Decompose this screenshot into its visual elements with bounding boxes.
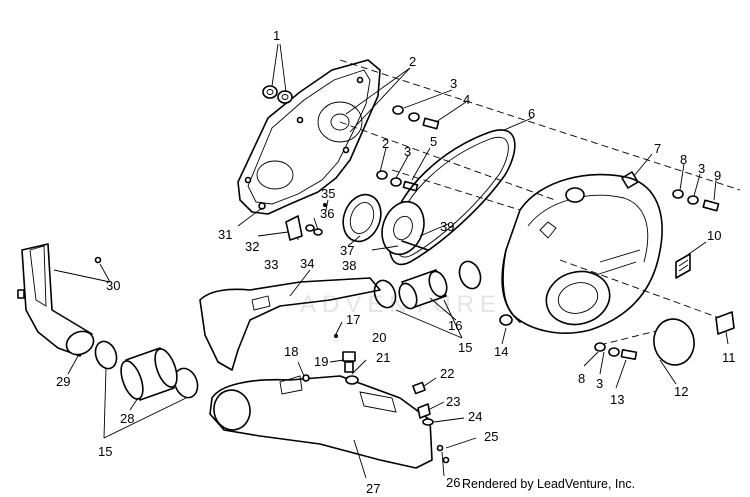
- callout-35: 35: [321, 186, 335, 201]
- callout-19: 19: [314, 354, 328, 369]
- callout-36: 36: [320, 206, 334, 221]
- callout-22: 22: [440, 366, 454, 381]
- intake-duct: [199, 277, 381, 371]
- callout-29: 29: [56, 374, 70, 389]
- callout-39: 39: [440, 219, 454, 234]
- callout-32: 32: [245, 239, 259, 254]
- callout-37: 37: [340, 243, 354, 258]
- callout-2: 2: [409, 54, 416, 69]
- label-10: [675, 253, 691, 279]
- callout-31: 31: [218, 227, 232, 242]
- callout-9: 9: [714, 168, 721, 183]
- watermark-logo: ADVENTURE: [300, 291, 502, 318]
- clamp-15-lower: [94, 340, 199, 399]
- callout-6: 6: [528, 106, 535, 121]
- callout-14: 14: [494, 344, 508, 359]
- leader-lines: [53, 43, 729, 479]
- callout-33: 33: [264, 257, 278, 272]
- callout-8: 8: [680, 152, 687, 167]
- callout-16: 16: [448, 318, 462, 333]
- callout-17: 17: [346, 312, 360, 327]
- callout-15: 15: [458, 340, 472, 355]
- exhaust-duct-29: [17, 243, 95, 357]
- callout-7: 7: [654, 141, 661, 156]
- callout-8b: 8: [578, 371, 585, 386]
- callout-38: 38: [342, 258, 356, 273]
- callout-25: 25: [484, 429, 498, 444]
- callout-5: 5: [430, 134, 437, 149]
- disc-12: [653, 318, 695, 366]
- callouts: 1 2 3 4 6 5 2 3 7 8 3 9 10 11 12 13 3 8 …: [56, 28, 736, 496]
- lower-duct-27: [209, 375, 433, 469]
- callout-10: 10: [707, 228, 721, 243]
- clamp-15-upper: [373, 260, 482, 309]
- washers-top: [262, 85, 440, 192]
- tube-16: [398, 269, 448, 310]
- outer-clutch-cover: [499, 171, 663, 334]
- callout-2b: 2: [382, 136, 389, 151]
- callout-28: 28: [120, 411, 134, 426]
- callout-11: 11: [722, 350, 736, 365]
- callout-20: 20: [372, 330, 386, 345]
- seal-37: [342, 193, 382, 243]
- callout-3b: 3: [404, 144, 411, 159]
- drive-belt: [388, 129, 516, 266]
- callout-1: 1: [273, 28, 280, 43]
- callout-13: 13: [610, 392, 624, 407]
- callout-26: 26: [446, 475, 460, 490]
- tube-28: [120, 347, 178, 401]
- callout-27: 27: [366, 481, 380, 496]
- assembly-lines: [339, 59, 741, 346]
- callout-3c: 3: [698, 161, 705, 176]
- callout-24: 24: [468, 409, 482, 424]
- small-parts: [94, 256, 450, 464]
- plate-38: [381, 200, 429, 256]
- callout-18: 18: [284, 344, 298, 359]
- callout-4: 4: [463, 92, 470, 107]
- callout-3d: 3: [596, 376, 603, 391]
- callout-30: 30: [106, 278, 120, 293]
- callout-15b: 15: [98, 444, 112, 459]
- callout-23: 23: [446, 394, 460, 409]
- washers-right: [594, 189, 720, 360]
- rendered-by-credit: Rendered by LeadVenture, Inc.: [462, 477, 636, 491]
- inner-clutch-cover: [237, 59, 381, 215]
- decal-11: [715, 311, 735, 335]
- callout-34: 34: [300, 256, 314, 271]
- callout-12: 12: [674, 384, 688, 399]
- callout-21: 21: [376, 350, 390, 365]
- callout-3: 3: [450, 76, 457, 91]
